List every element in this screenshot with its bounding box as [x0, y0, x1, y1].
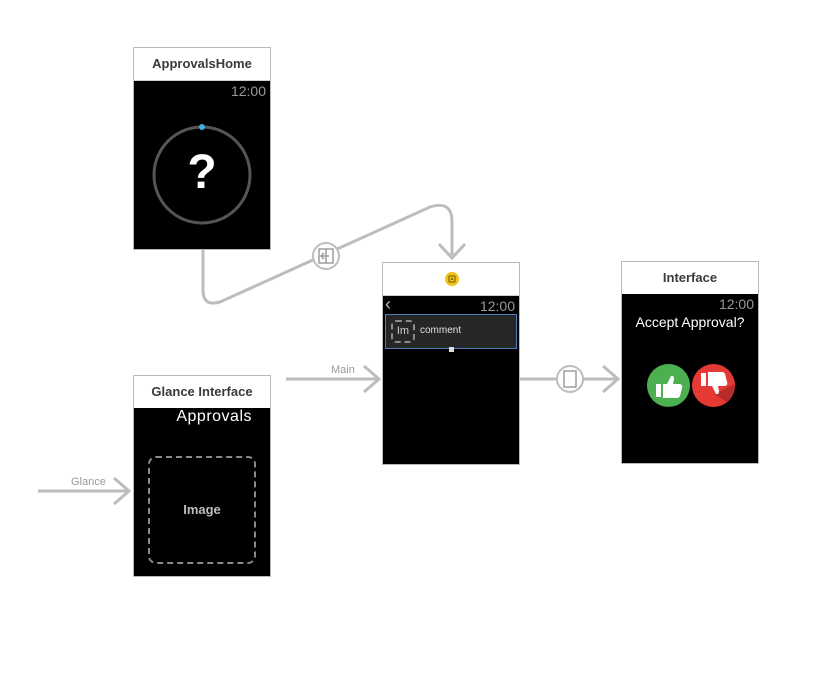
loading-ring-icon	[152, 124, 252, 225]
glance-entry-arrowhead	[113, 476, 132, 506]
detail-screen: ‹ 12:00 Im comment	[383, 294, 519, 464]
modal-segue-icon[interactable]	[556, 365, 584, 393]
status-time: 12:00	[479, 298, 515, 314]
accept-question: Accept Approval?	[635, 314, 745, 330]
glance-interface-title: Glance Interface	[134, 376, 270, 409]
modal-segue-arrowhead	[602, 364, 621, 394]
back-chevron-icon[interactable]: ‹	[385, 294, 391, 314]
interface-scene[interactable]: Interface 12:00 Accept Approval?	[621, 261, 759, 464]
approvals-home-title: ApprovalsHome	[134, 48, 270, 81]
table-row[interactable]: Im comment	[385, 314, 517, 352]
glance-entry-label: Glance	[71, 476, 106, 488]
approvals-home-screen: 12:00 ?	[134, 81, 270, 249]
glance-screen: Approvals Image	[134, 408, 270, 576]
image-placeholder[interactable]: Image	[148, 456, 256, 564]
reject-button[interactable]	[692, 364, 735, 407]
detail-scene[interactable]: ‹ 12:00 Im comment	[382, 262, 520, 465]
main-entry-label: Main	[331, 364, 355, 376]
resize-handle[interactable]	[449, 347, 454, 352]
approvals-home-scene[interactable]: ApprovalsHome 12:00 ?	[133, 47, 271, 250]
comment-label: comment	[420, 325, 462, 336]
interface-controller-icon[interactable]	[445, 272, 459, 286]
status-time: 12:00	[718, 296, 754, 312]
approve-button[interactable]	[647, 364, 690, 407]
interface-screen: 12:00 Accept Approval?	[622, 294, 758, 463]
glance-heading: Approvals	[176, 408, 252, 425]
thumbs-up-icon	[656, 375, 690, 407]
status-time: 12:00	[230, 83, 266, 99]
interface-title: Interface	[622, 262, 758, 295]
image-placeholder-label: Image	[183, 502, 221, 517]
detail-header	[383, 263, 519, 296]
push-segue-icon[interactable]	[312, 242, 340, 270]
main-entry-arrowhead	[363, 364, 382, 394]
thumbs-down-icon	[701, 372, 735, 407]
image-placeholder-icon: Im	[391, 320, 415, 343]
image-placeholder-glyph: Im	[396, 325, 410, 337]
push-segue-arrowhead	[437, 242, 467, 261]
glance-interface-scene[interactable]: Glance Interface Approvals Image	[133, 375, 271, 577]
question-glyph: ?	[187, 146, 217, 199]
